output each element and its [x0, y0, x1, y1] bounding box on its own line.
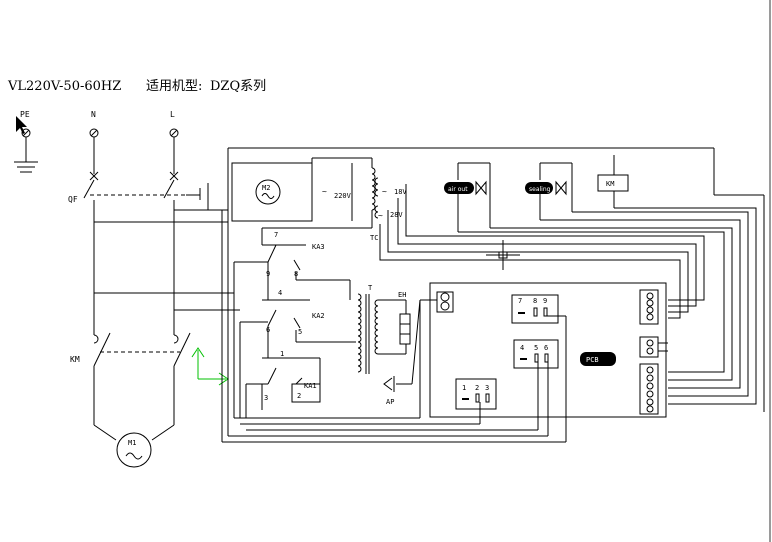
- terminal-l: L: [170, 110, 175, 119]
- tilde-18: ~: [382, 187, 387, 196]
- v18-label: 18V: [394, 188, 407, 196]
- contact-3: 3: [264, 394, 268, 402]
- contact-5: 5: [298, 328, 302, 336]
- contactor-label: KM: [70, 355, 80, 364]
- relay-section: [233, 227, 372, 418]
- ground-symbol: [14, 137, 38, 173]
- contact-6: 6: [266, 326, 270, 334]
- motor-m1: [116, 432, 152, 468]
- air-out-label: air out: [448, 186, 468, 193]
- pcb-board: [419, 282, 668, 418]
- contact-9: 9: [266, 270, 270, 278]
- transformer-t: [357, 293, 411, 374]
- top-section: [231, 157, 372, 222]
- v220-label: 220V: [334, 192, 352, 200]
- tilde-220: ~: [322, 187, 327, 196]
- bottom-wires: [221, 210, 567, 443]
- control-frame: [227, 147, 765, 412]
- connector-123-pin3: 3: [485, 384, 489, 392]
- connector-123-pin1: 1: [462, 384, 466, 392]
- wire-bundle: [379, 184, 757, 405]
- connector-456-pin3: 6: [544, 344, 548, 352]
- contactor-km: [93, 332, 191, 441]
- connector-456-pin1: 4: [520, 344, 524, 352]
- contact-8: 8: [294, 270, 298, 278]
- connector-789-pin1: 7: [518, 297, 522, 305]
- contact-2: 2: [297, 392, 301, 400]
- relay-ka2-label: KA2: [312, 312, 325, 320]
- motor-label: M1: [128, 439, 136, 447]
- model-name: DZQ系列: [210, 79, 266, 94]
- contact-1: 1: [280, 350, 284, 358]
- ap-component: [383, 299, 421, 392]
- heater-label: EH: [398, 291, 406, 299]
- connector-789-pin3: 9: [543, 297, 547, 305]
- relay-ka1-label: KA1: [304, 382, 317, 390]
- transformer-t-label: T: [368, 284, 373, 292]
- contact-4: 4: [278, 289, 282, 297]
- km-box-label: KM: [606, 180, 614, 188]
- breaker-qf: [83, 137, 209, 335]
- ap-label: AP: [386, 398, 394, 406]
- voltage-spec: VL220V-50-60HZ: [7, 79, 121, 94]
- cursor-icon: [16, 116, 27, 134]
- tilde-28: ~: [378, 211, 383, 220]
- transformer-tc: [371, 158, 379, 228]
- connector-789-pin2: 8: [533, 297, 537, 305]
- terminal-pe: PE: [20, 110, 30, 119]
- v28-label: 28V: [390, 211, 403, 219]
- pump-motor-label: M2: [262, 184, 270, 192]
- sealing-label: sealing: [529, 186, 551, 193]
- tc-label: TC: [370, 234, 378, 242]
- terminal-n: N: [91, 110, 96, 119]
- contact-7: 7: [274, 231, 278, 239]
- pcb-label: PCB: [586, 356, 599, 364]
- relay-ka3-label: KA3: [312, 243, 325, 251]
- model-prefix: 适用机型:: [146, 79, 202, 94]
- valve-section: [444, 155, 629, 232]
- bus-lines: [94, 209, 240, 311]
- terminal-circles: [21, 128, 179, 138]
- connector-456-pin2: 5: [534, 344, 538, 352]
- axis-indicator-icon: [191, 347, 229, 386]
- connector-123-pin2: 2: [475, 384, 479, 392]
- breaker-label: QF: [68, 195, 78, 204]
